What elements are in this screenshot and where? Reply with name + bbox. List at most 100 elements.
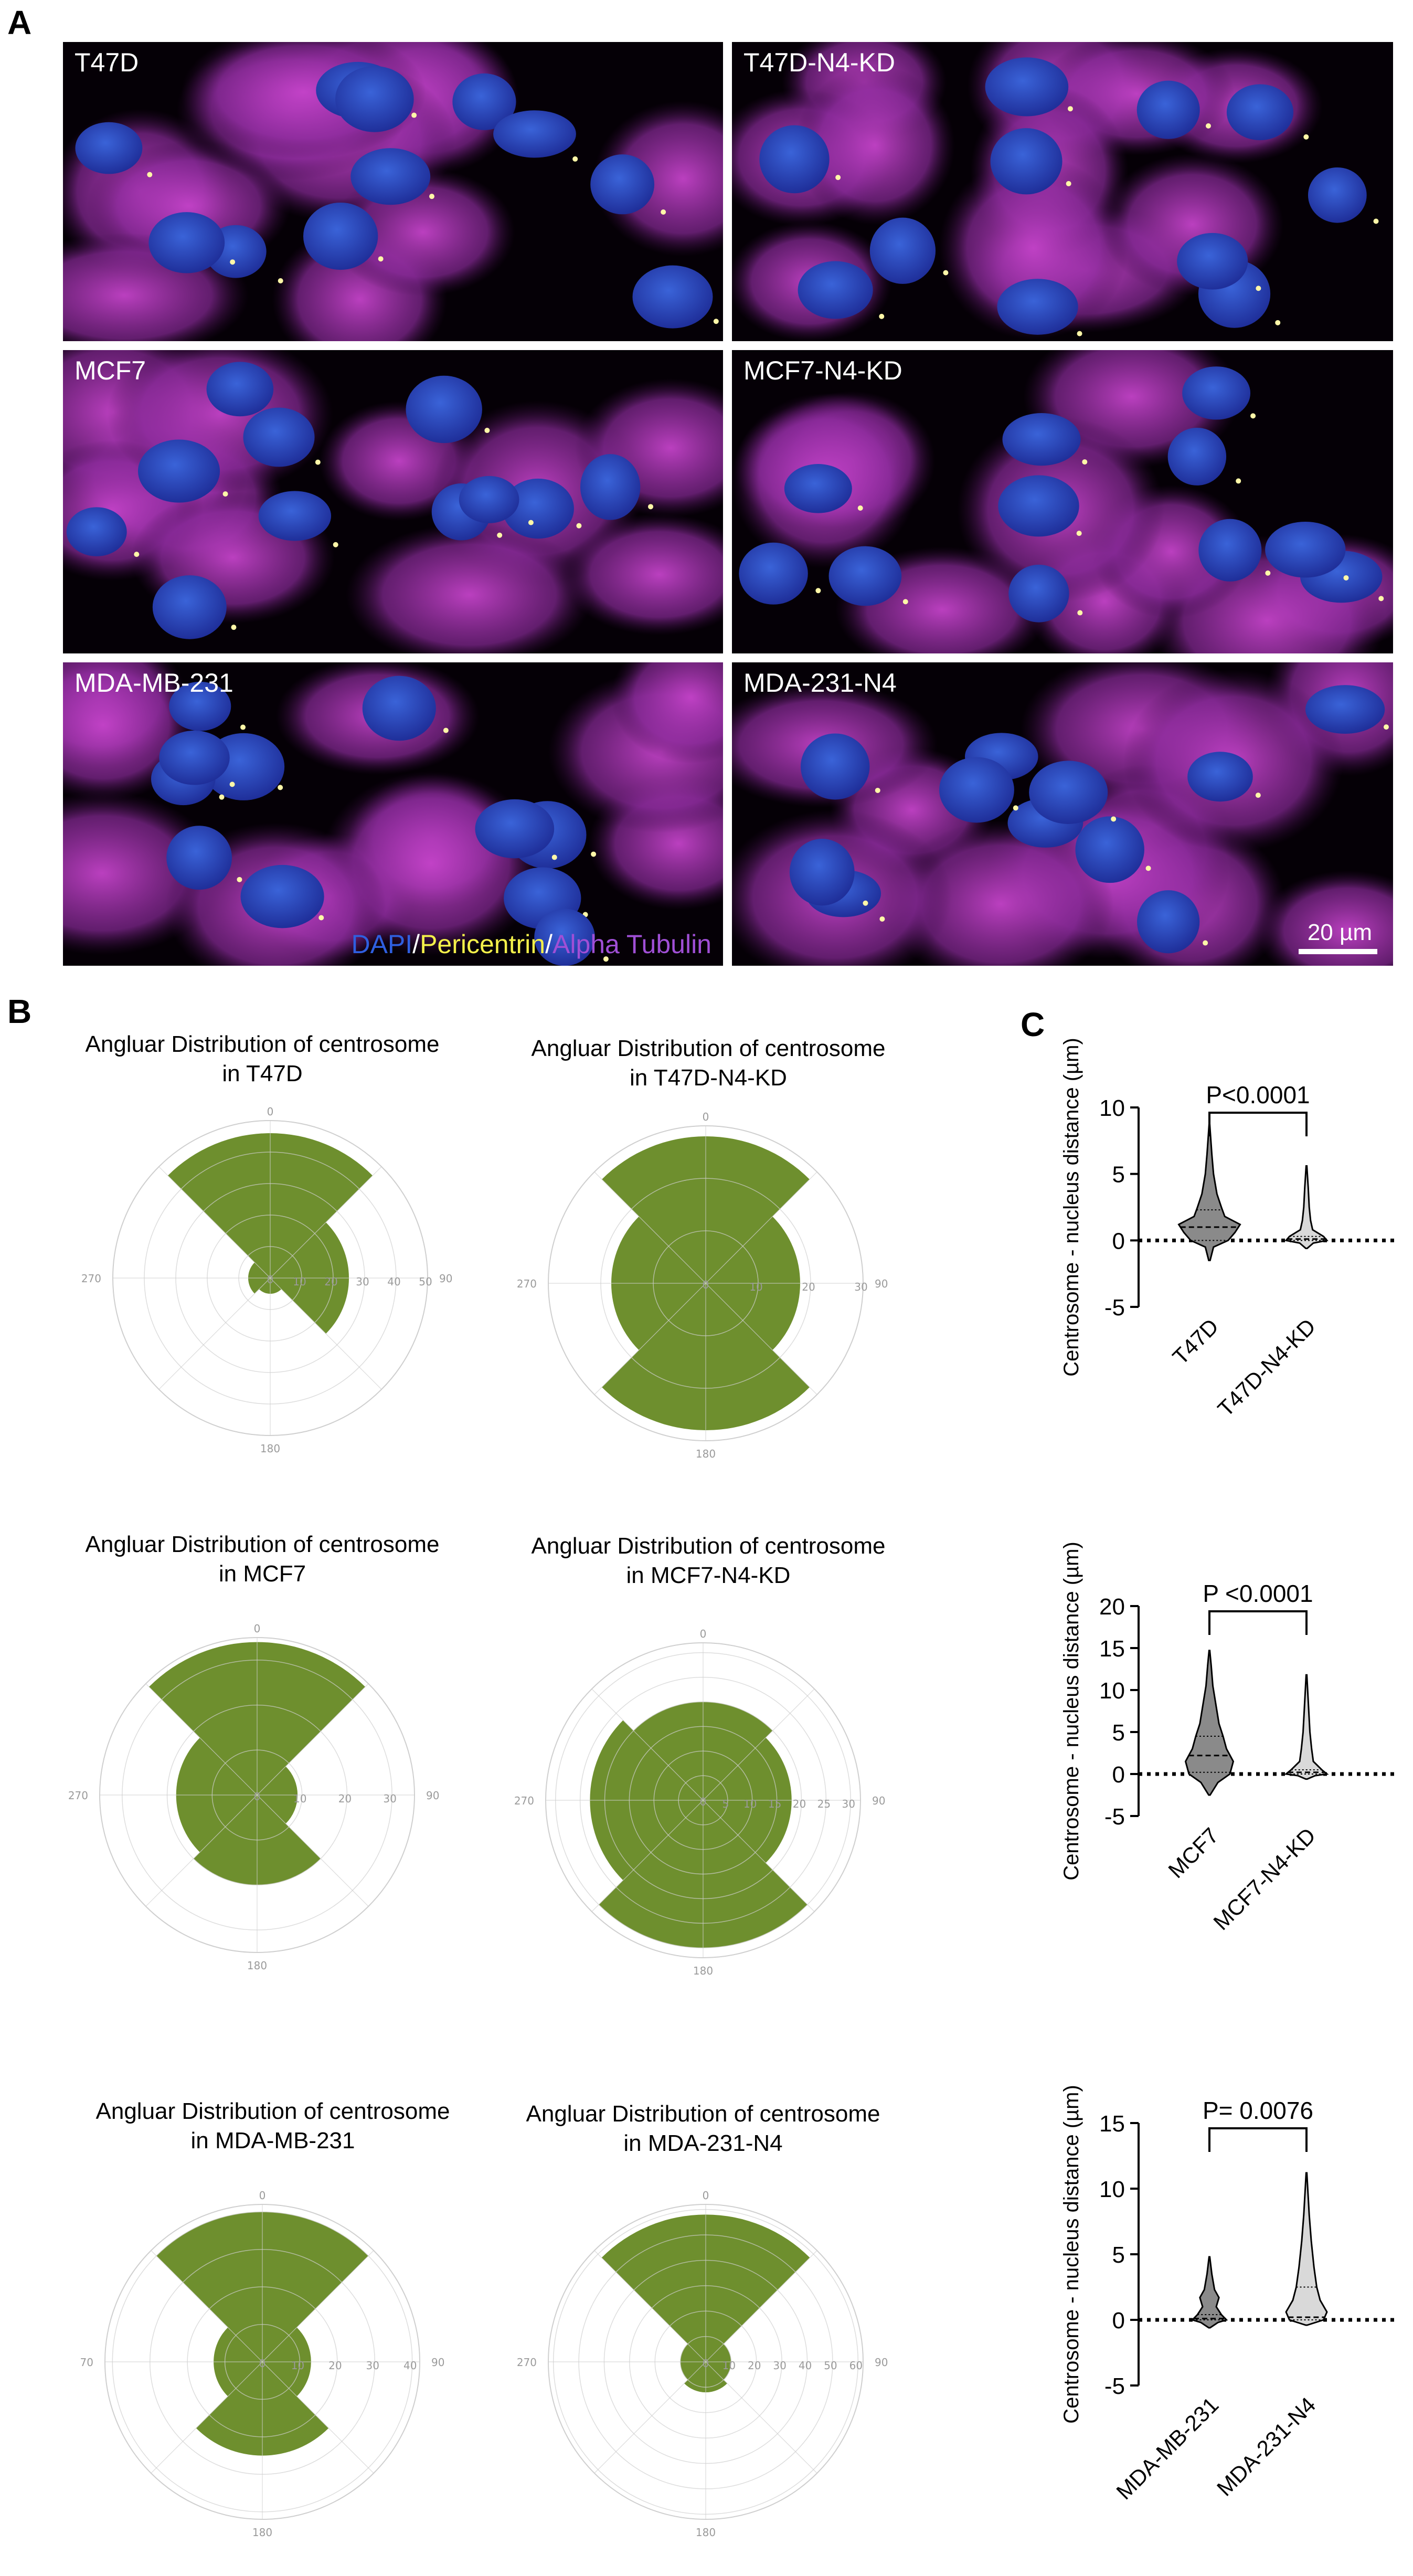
cell-nucleus bbox=[759, 125, 830, 194]
polar-title-line2: in T47D-N4-KD bbox=[630, 1065, 787, 1091]
polar-radial-tick: 20 bbox=[748, 2359, 761, 2372]
micrograph-label: T47D bbox=[75, 48, 139, 77]
cell-nucleus bbox=[1226, 84, 1294, 141]
cell-cytoplasm bbox=[939, 156, 1129, 340]
centrosome-dot bbox=[1077, 331, 1082, 336]
centrosome-dot bbox=[591, 851, 597, 857]
micrograph-label: MDA-231-N4 bbox=[743, 668, 897, 698]
cell-nucleus bbox=[939, 757, 1014, 823]
polar-radial-tick: 5 bbox=[723, 1798, 729, 1810]
y-tick-label: 5 bbox=[1112, 2242, 1125, 2268]
centrosome-dot bbox=[1256, 286, 1261, 291]
centrosome-dot bbox=[1205, 123, 1211, 129]
y-tick-label: 5 bbox=[1112, 1162, 1125, 1188]
polar-angle-label: 180 bbox=[696, 1448, 716, 1460]
polar-spoke bbox=[705, 1171, 817, 1284]
polar-angle-label: 180 bbox=[252, 2526, 272, 2539]
violin-shape bbox=[1184, 1650, 1235, 1796]
polar-radial-tick: 40 bbox=[387, 1275, 400, 1288]
centrosome-dot bbox=[1250, 413, 1256, 419]
centrosome-dot bbox=[219, 794, 225, 800]
cell-nucleus bbox=[137, 439, 220, 503]
centrosome-dot bbox=[1383, 724, 1389, 730]
polar-title: Angluar Distribution of centrosome in MC… bbox=[488, 1532, 929, 1590]
polar-spoke bbox=[145, 1683, 258, 1796]
micrograph-label: MCF7-N4-KD bbox=[743, 356, 902, 385]
polar-spoke bbox=[594, 1171, 706, 1284]
polar-spoke bbox=[703, 1800, 815, 1912]
polar-title: Angluar Distribution of centrosome in T4… bbox=[42, 1030, 483, 1089]
polar-spoke bbox=[270, 1278, 382, 1390]
polar-spoke bbox=[158, 1166, 271, 1279]
centrosome-dot bbox=[429, 194, 434, 199]
legend-separator: / bbox=[412, 930, 420, 959]
polar-spoke bbox=[705, 1283, 817, 1395]
centrosome-dot bbox=[648, 504, 654, 510]
polar-spoke bbox=[705, 2361, 817, 2474]
polar-title-line2: in MCF7 bbox=[218, 1561, 306, 1587]
centrosome-dot bbox=[497, 532, 503, 538]
polar-title-line1: Angluar Distribution of centrosome bbox=[85, 1031, 440, 1057]
cell-nucleus bbox=[580, 454, 641, 520]
polar-radial-tick: 0 bbox=[700, 1796, 707, 1808]
polar-spoke bbox=[257, 1794, 369, 1907]
polar-radial-tick: 10 bbox=[291, 2359, 304, 2372]
polar-angle-label: 90 bbox=[875, 2356, 888, 2369]
polar-angle-label: 90 bbox=[431, 2356, 444, 2369]
centrosome-dot bbox=[1303, 134, 1309, 140]
polar-angle-label: 0 bbox=[703, 1111, 709, 1123]
x-category-label: T47D bbox=[1168, 1314, 1224, 1369]
polar-radial-tick: 20 bbox=[324, 1275, 337, 1288]
centrosome-dot bbox=[237, 877, 242, 882]
polar-angle-label: 0 bbox=[267, 1105, 274, 1118]
cell-nucleus bbox=[798, 261, 873, 319]
polar-angle-label: 270 bbox=[68, 1789, 88, 1802]
centrosome-dot bbox=[902, 599, 908, 605]
cell-nucleus bbox=[502, 478, 574, 539]
centrosome-dot bbox=[1076, 531, 1082, 536]
cell-nucleus bbox=[997, 279, 1078, 335]
polar-title: Angluar Distribution of centrosome in MD… bbox=[483, 2099, 923, 2158]
cell-layer bbox=[732, 42, 1379, 341]
polar-angle-label: 270 bbox=[514, 1794, 534, 1807]
centrosome-dot bbox=[713, 319, 719, 324]
polar-radial-tick: 10 bbox=[293, 1792, 306, 1805]
centrosome-dot bbox=[879, 313, 885, 319]
polar-radial-tick: 20 bbox=[338, 1792, 352, 1805]
polar-angle-label: 90 bbox=[872, 1794, 885, 1807]
centrosome-dot bbox=[528, 520, 534, 525]
cell-nucleus bbox=[452, 73, 516, 130]
cell-nucleus bbox=[1198, 519, 1262, 582]
y-tick-label: 10 bbox=[1099, 2177, 1125, 2202]
cell-nucleus bbox=[739, 542, 808, 605]
polar-spoke bbox=[151, 2250, 263, 2362]
cell-nucleus bbox=[1136, 80, 1200, 139]
significance-label: P <0.0001 bbox=[1203, 1580, 1313, 1607]
violin-shape bbox=[1191, 2256, 1228, 2329]
scale-bar-label: 20 µm bbox=[1307, 920, 1372, 945]
cell-cytoplasm bbox=[794, 65, 955, 225]
y-axis-label: Centrosome - nucleus distance (µm) bbox=[1060, 1542, 1083, 1881]
cell-nucleus bbox=[1177, 233, 1248, 290]
polar-title: Angluar Distribution of centrosome in T4… bbox=[488, 1034, 929, 1093]
x-category-label: MDA-231-N4 bbox=[1212, 2392, 1321, 2501]
y-tick-label: 5 bbox=[1112, 1720, 1125, 1746]
polar-radial-tick: 30 bbox=[854, 1281, 867, 1293]
cell-nucleus bbox=[1182, 366, 1251, 420]
cell-nucleus bbox=[1308, 167, 1367, 223]
y-tick-label: -5 bbox=[1104, 1804, 1125, 1830]
polar-radial-tick: 0 bbox=[267, 1273, 274, 1286]
cell-nucleus bbox=[1265, 521, 1346, 578]
cell-nucleus bbox=[985, 57, 1069, 117]
centrosome-dot bbox=[1236, 478, 1241, 484]
polar-spoke bbox=[594, 2250, 706, 2362]
cell-nucleus bbox=[75, 122, 143, 174]
cell-cytoplasm bbox=[887, 820, 1114, 966]
micrograph-t47d-n4-kd: T47D-N4-KD bbox=[732, 42, 1393, 341]
cell-nucleus bbox=[66, 507, 127, 556]
y-tick-label: 0 bbox=[1112, 1762, 1125, 1788]
cell-nucleus bbox=[159, 730, 230, 785]
centrosome-dot bbox=[1275, 320, 1281, 325]
